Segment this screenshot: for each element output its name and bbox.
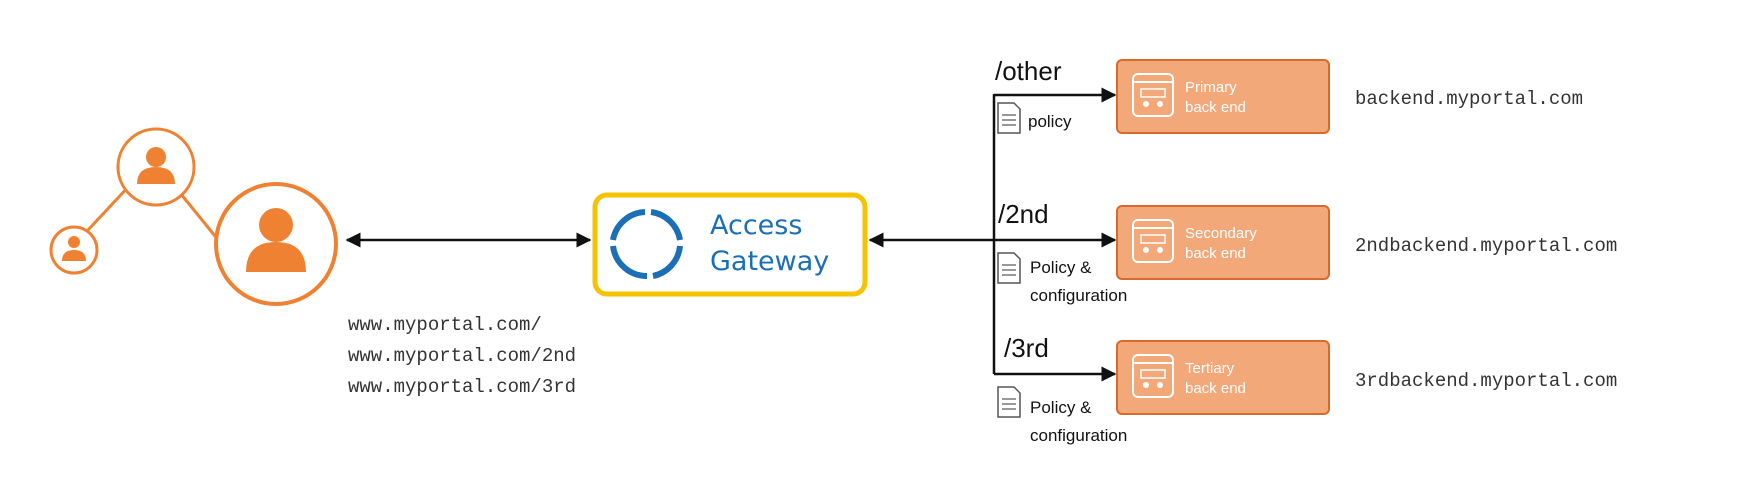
document-icon: [997, 386, 1021, 418]
backend-box-primary: Primary back end: [1116, 59, 1330, 134]
backend-host: 2ndbackend.myportal.com: [1355, 235, 1617, 257]
route-path-label: /2nd: [998, 199, 1049, 229]
route-doc-label: Policy &: [1030, 258, 1092, 277]
backend-label-line2: back end: [1185, 245, 1246, 262]
gateway-label-line1: Access: [710, 210, 802, 241]
client-url-list: www.myportal.com/ www.myportal.com/2nd w…: [348, 314, 576, 398]
document-icon: [997, 252, 1021, 284]
circular-arrows-icon: [610, 209, 683, 280]
route-other: /other policy Primary back end backend.m…: [995, 56, 1583, 134]
backend-label-line1: Secondary: [1185, 225, 1257, 242]
route-doc-label: policy: [1028, 112, 1072, 131]
document-icon: [997, 102, 1021, 134]
backend-label-line1: Tertiary: [1185, 360, 1235, 377]
backend-box-secondary: Secondary back end: [1116, 205, 1330, 280]
route-doc-label: configuration: [1030, 426, 1127, 445]
client-url: www.myportal.com/: [348, 314, 542, 336]
client-url: www.myportal.com/2nd: [348, 345, 576, 367]
server-icon: [1132, 354, 1174, 398]
backend-box-tertiary: Tertiary back end: [1116, 340, 1330, 415]
backend-label-line2: back end: [1185, 99, 1246, 116]
backend-label-line2: back end: [1185, 380, 1246, 397]
client-url: www.myportal.com/3rd: [348, 376, 576, 398]
route-path-label: /3rd: [1004, 333, 1049, 363]
gateway-label-line2: Gateway: [710, 246, 829, 277]
backend-host: 3rdbackend.myportal.com: [1355, 370, 1617, 392]
user-icon: [49, 225, 99, 275]
backend-host: backend.myportal.com: [1355, 88, 1583, 110]
route-path-label: /other: [995, 56, 1062, 86]
backend-label-line1: Primary: [1185, 79, 1237, 96]
server-icon: [1132, 219, 1174, 263]
user-icon: [214, 182, 338, 306]
access-gateway: Access Gateway: [592, 192, 868, 297]
server-icon: [1132, 73, 1174, 117]
user-icon: [116, 127, 196, 207]
user-cluster: [49, 127, 338, 306]
route-doc-label: configuration: [1030, 286, 1127, 305]
route-3rd: /3rd Policy & configuration Tertiary bac…: [997, 333, 1617, 445]
route-2nd: /2nd Policy & configuration Secondary ba…: [997, 199, 1617, 305]
route-doc-label: Policy &: [1030, 398, 1092, 417]
